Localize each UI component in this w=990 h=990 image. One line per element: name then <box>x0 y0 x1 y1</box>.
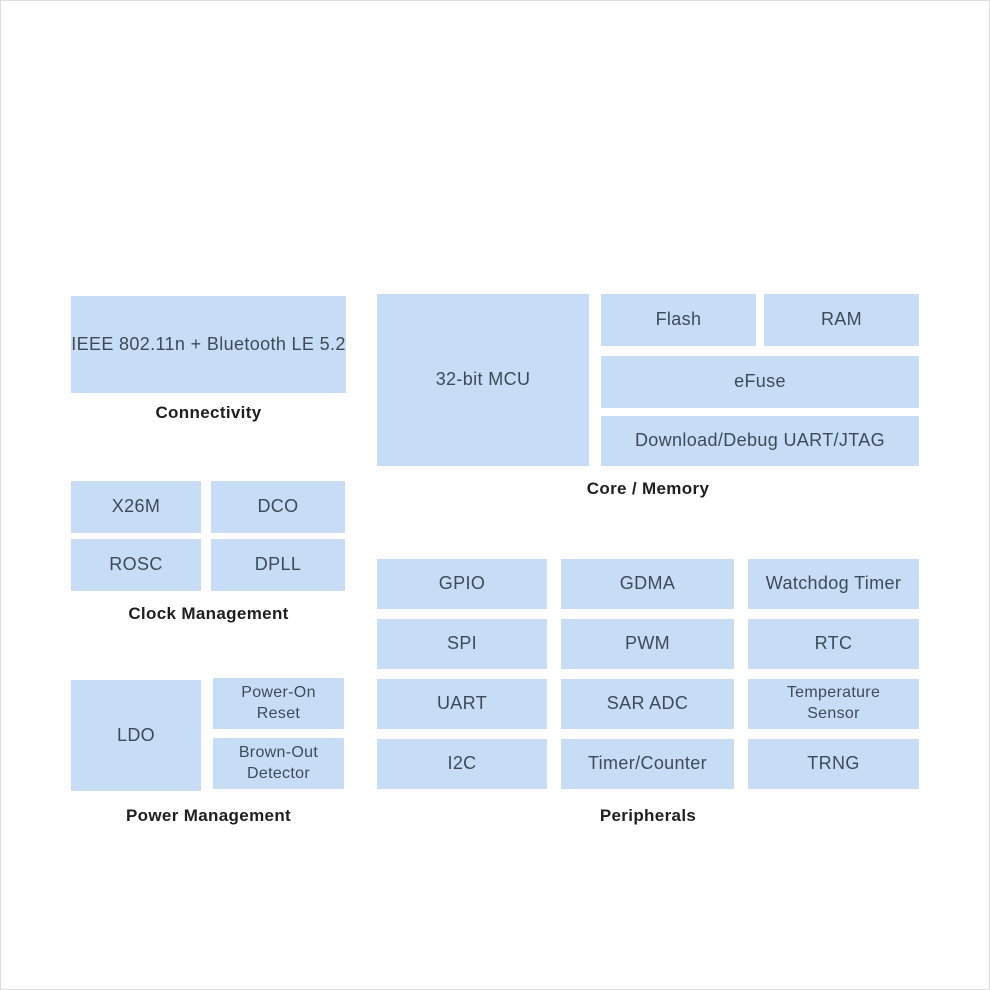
block-ldo: LDO <box>71 680 201 791</box>
block-dpll: DPLL <box>211 539 345 591</box>
section-label-peripherals: Peripherals <box>599 806 697 825</box>
block-timer-counter: Timer/Counter <box>561 739 734 789</box>
block-ram: RAM <box>764 294 919 346</box>
block-brown-out-detector: Brown-Out Detector <box>213 738 344 789</box>
section-label-connectivity: Connectivity <box>155 403 262 422</box>
block-wifi-bluetooth: IEEE 802.11n + Bluetooth LE 5.2 <box>71 296 346 393</box>
block-pwm: PWM <box>561 619 734 669</box>
block-flash: Flash <box>601 294 756 346</box>
section-label-power-management: Power Management <box>125 806 292 825</box>
section-label-core-memory: Core / Memory <box>586 479 710 498</box>
block-temperature-sensor: Temperature Sensor <box>748 679 919 729</box>
block-uart: UART <box>377 679 547 729</box>
block-x26m: X26M <box>71 481 201 533</box>
block-sar-adc: SAR ADC <box>561 679 734 729</box>
block-mcu: 32-bit MCU <box>377 294 589 466</box>
block-rosc: ROSC <box>71 539 201 591</box>
block-i2c: I2C <box>377 739 547 789</box>
block-rtc: RTC <box>748 619 919 669</box>
block-gdma: GDMA <box>561 559 734 609</box>
block-efuse: eFuse <box>601 356 919 408</box>
block-power-on-reset: Power-On Reset <box>213 678 344 729</box>
block-trng: TRNG <box>748 739 919 789</box>
block-watchdog-timer: Watchdog Timer <box>748 559 919 609</box>
section-label-clock-management: Clock Management <box>128 604 289 623</box>
block-spi: SPI <box>377 619 547 669</box>
block-download-debug: Download/Debug UART/JTAG <box>601 416 919 466</box>
block-dco: DCO <box>211 481 345 533</box>
block-gpio: GPIO <box>377 559 547 609</box>
